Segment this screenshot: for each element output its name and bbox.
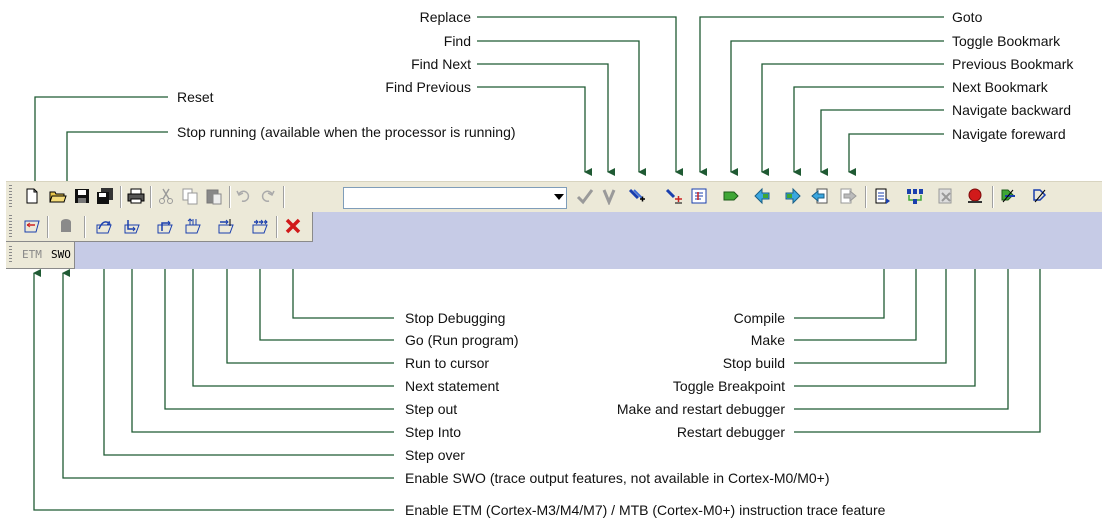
label-restart-debugger: Restart debugger [676, 424, 785, 440]
toolbar-separator [150, 186, 152, 208]
toolbar-separator [229, 186, 231, 208]
label-enable-etm: Enable ETM (Cortex-M3/M4/M7) / MTB (Cort… [405, 502, 886, 518]
label-navigate-backward: Navigate backward [952, 102, 1072, 118]
compile-icon[interactable] [874, 187, 892, 205]
toolbar-separator [992, 186, 994, 208]
toolbar-grip[interactable] [9, 246, 12, 264]
find-icon[interactable] [628, 187, 646, 205]
paste-icon[interactable] [205, 187, 223, 205]
label-navigate-foreward: Navigate foreward [952, 126, 1066, 142]
save-all-icon[interactable] [96, 187, 114, 205]
make-restart-debugger-icon[interactable] [999, 187, 1017, 205]
save-icon[interactable] [73, 187, 91, 205]
toolbar-grip[interactable] [9, 215, 12, 237]
go-icon[interactable] [251, 217, 269, 235]
leader-find [477, 40, 646, 176]
navigate-forward-icon[interactable] [839, 187, 857, 205]
leader-next-statement [192, 246, 394, 387]
leader-next-bookmark [793, 86, 944, 176]
navigate-backward-icon[interactable] [811, 187, 829, 205]
stop-debugging-icon[interactable] [284, 217, 302, 235]
label-find: Find [443, 33, 471, 49]
leader-find-next [477, 63, 615, 176]
goto-icon[interactable] [690, 187, 708, 205]
toolbar-separator [283, 186, 285, 208]
chevron-down-icon[interactable] [554, 194, 564, 200]
print-icon[interactable] [127, 187, 145, 205]
step-into-icon[interactable] [123, 217, 141, 235]
label-reset: Reset [177, 89, 214, 105]
label-make: Make [750, 332, 785, 348]
toolbar-grip[interactable] [9, 185, 12, 207]
copy-icon[interactable] [181, 187, 199, 205]
reset-icon[interactable] [23, 217, 41, 235]
find-combo[interactable] [343, 187, 567, 209]
leader-enable-etm [33, 269, 394, 511]
label-next-statement: Next statement [405, 378, 500, 394]
undo-icon[interactable] [235, 187, 253, 205]
label-replace: Replace [419, 9, 471, 25]
toggle-breakpoint-icon[interactable] [966, 187, 984, 205]
make-icon[interactable] [906, 187, 924, 205]
restart-debugger-icon[interactable] [1031, 187, 1049, 205]
label-next-bookmark: Next Bookmark [952, 79, 1048, 95]
stop-build-icon[interactable] [937, 187, 955, 205]
toolbar-separator [120, 186, 122, 208]
label-stop-debugging: Stop Debugging [405, 310, 506, 326]
label-goto: Goto [952, 9, 983, 25]
label-step-into: Step Into [405, 424, 462, 440]
leader-step-out [164, 246, 394, 410]
label-toggle-breakpoint: Toggle Breakpoint [672, 378, 785, 394]
leader-navigate-backward [820, 109, 944, 176]
toolbar-separator [276, 216, 278, 238]
label-toggle-bookmark: Toggle Bookmark [952, 33, 1061, 49]
open-folder-icon[interactable] [49, 187, 67, 205]
label-previous-bookmark: Previous Bookmark [952, 56, 1074, 72]
swo-tab[interactable]: SWO [51, 248, 71, 261]
new-file-icon[interactable] [23, 187, 41, 205]
leader-enable-swo [62, 269, 394, 479]
label-find-next: Find Next [411, 56, 471, 72]
next-statement-icon[interactable] [184, 217, 202, 235]
toggle-bookmark-icon[interactable] [722, 187, 740, 205]
replace-icon[interactable] [665, 187, 683, 205]
leader-navigate-foreward [848, 133, 944, 176]
label-step-over: Step over [405, 447, 465, 463]
toolbar-separator [47, 216, 49, 238]
previous-bookmark-icon[interactable] [753, 187, 771, 205]
toolbar-separator [865, 186, 867, 208]
leader-step-into [131, 246, 394, 433]
label-stop-build: Stop build [722, 355, 785, 371]
label-stop-running: Stop running (available when the process… [177, 124, 516, 140]
step-over-icon[interactable] [95, 217, 113, 235]
find-next-icon[interactable] [600, 187, 618, 205]
stop-running-icon[interactable] [57, 217, 75, 235]
label-enable-swo: Enable SWO (trace output features, not a… [405, 470, 830, 486]
leader-replace [477, 16, 683, 176]
redo-icon[interactable] [258, 187, 276, 205]
cut-icon[interactable] [157, 187, 175, 205]
label-step-out: Step out [405, 401, 458, 417]
label-find-previous: Find Previous [385, 79, 471, 95]
toolbar-separator [84, 216, 86, 238]
find-previous-icon[interactable] [576, 187, 594, 205]
step-out-icon[interactable] [156, 217, 174, 235]
leader-previous-bookmark [761, 63, 944, 176]
debug-toolbar [6, 212, 1102, 242]
label-run-to-cursor: Run to cursor [405, 355, 490, 371]
next-bookmark-icon[interactable] [784, 187, 802, 205]
label-go: Go (Run program) [405, 332, 519, 348]
label-make-restart: Make and restart debugger [616, 401, 785, 417]
trace-toolbar [6, 242, 1102, 269]
leader-toggle-bookmark [730, 40, 944, 176]
leader-step-over [103, 246, 394, 456]
leader-goto [699, 16, 944, 176]
etm-tab[interactable]: ETM [22, 248, 42, 261]
label-compile: Compile [733, 310, 785, 326]
run-to-cursor-icon[interactable] [217, 217, 235, 235]
